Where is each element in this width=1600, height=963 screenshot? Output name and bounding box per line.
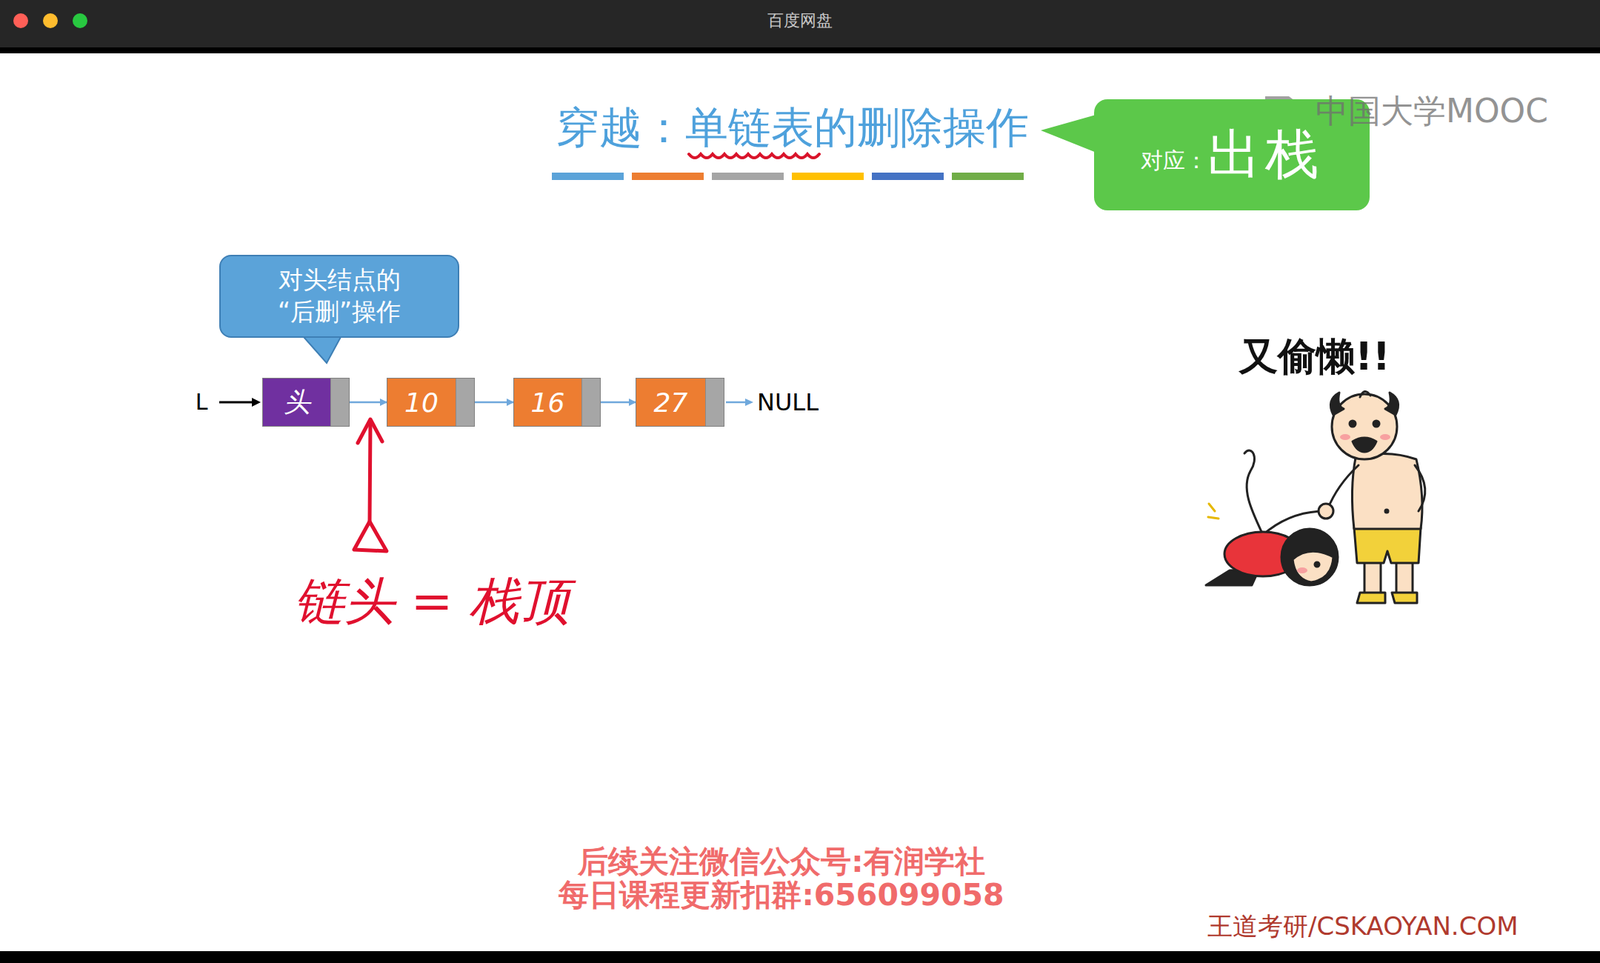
list-node: 10 xyxy=(386,377,475,427)
handwritten-note: 链头 = 栈顶 xyxy=(294,572,570,631)
slide-ground xyxy=(0,53,1600,952)
title-bar xyxy=(0,0,1600,48)
pointer-field xyxy=(581,378,600,426)
null-pointer-arrow xyxy=(725,401,749,404)
next-pointer-arrow xyxy=(349,401,387,404)
slide-title: 穿越：单链表的删除操作 xyxy=(556,102,1029,153)
callout-tail xyxy=(303,337,341,363)
data-field: 10 xyxy=(387,378,456,426)
pointer-field xyxy=(705,378,724,426)
list-node: 27 xyxy=(635,377,725,427)
callout-box: 对头结点的 “后删”操作 xyxy=(219,254,460,338)
site-watermark: 王道考研/CSKAOYAN.COM xyxy=(1207,911,1519,941)
cartoon-illustration xyxy=(1205,391,1426,603)
mooc-watermark: 中国大学MOOC xyxy=(1315,92,1549,131)
promo-text: 后续关注微信公众号:有润学社 xyxy=(577,844,985,880)
next-pointer-arrow xyxy=(600,401,636,404)
zoom-button xyxy=(72,13,88,29)
data-field: 头 xyxy=(262,378,331,426)
cartoon-caption: 又偷懒!! xyxy=(1239,334,1390,380)
node-value: 头 xyxy=(283,384,311,421)
minimize-button xyxy=(42,13,58,29)
list-node: 头 xyxy=(262,377,350,427)
window-bottom xyxy=(0,951,1600,963)
callout-text: 对头结点的 “后删”操作 xyxy=(235,264,443,329)
node-value: 27 xyxy=(654,387,689,418)
promo-text: 每日课程更新扣群:656099058 xyxy=(558,877,1004,913)
node-value: 10 xyxy=(404,387,439,418)
list-node: 16 xyxy=(513,377,601,427)
color-bar xyxy=(551,172,624,180)
arrow-head xyxy=(251,397,261,407)
color-bar xyxy=(871,172,944,180)
color-bar xyxy=(951,172,1024,180)
next-pointer-arrow xyxy=(474,401,514,404)
data-field: 27 xyxy=(636,378,706,426)
pointer-field xyxy=(330,378,349,426)
pointer-field xyxy=(455,378,475,426)
arrow-head xyxy=(745,398,754,406)
node-value: 16 xyxy=(531,387,566,418)
callout-caption: 对应： xyxy=(1140,145,1208,177)
wavy-underline xyxy=(688,154,820,158)
color-bar xyxy=(711,172,784,180)
window-title: 百度网盘 xyxy=(767,11,833,30)
color-bar xyxy=(791,172,864,180)
head-pointer-arrow xyxy=(219,401,255,404)
callout-keyword: 出栈 xyxy=(1207,119,1323,191)
null-label: NULL xyxy=(757,388,819,417)
handwritten-arrow xyxy=(354,419,387,552)
color-bar xyxy=(631,172,704,180)
close-button xyxy=(13,13,29,29)
list-name: L xyxy=(195,389,209,416)
data-field: 16 xyxy=(514,378,582,426)
